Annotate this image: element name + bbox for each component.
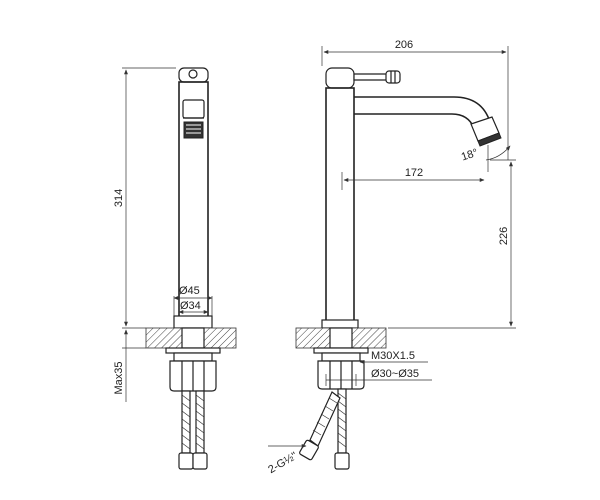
- front-handle-dot: [188, 69, 198, 79]
- label-spout-height: 226: [498, 227, 510, 245]
- label-spout-reach: 172: [405, 167, 423, 179]
- side-lever: [353, 73, 389, 81]
- front-base-flange: [173, 315, 213, 329]
- label-hole-diameter: Ø30~Ø35: [371, 368, 419, 380]
- label-spout-angle: 18°: [460, 147, 480, 164]
- label-base-outer-diameter: Ø45: [179, 285, 200, 297]
- label-hose-connection: 2-G½": [266, 450, 299, 476]
- label-thread-size: M30X1.5: [371, 350, 415, 362]
- front-aerator-mesh: [183, 121, 204, 139]
- side-handle-cap: [325, 67, 355, 89]
- front-washer: [165, 347, 221, 354]
- label-max-thickness: Max35: [113, 361, 125, 394]
- side-lever-knob: [385, 70, 401, 84]
- label-overall-width: 206: [395, 39, 413, 51]
- front-view: 314 Max35 Ø45 Ø34: [113, 67, 237, 470]
- side-body: [325, 87, 355, 327]
- side-spout: [354, 96, 491, 123]
- side-hoses: [299, 388, 350, 470]
- side-view: 18° 206 172: [266, 39, 516, 476]
- label-overall-height: 314: [113, 189, 125, 207]
- label-base-inner-diameter: Ø34: [180, 300, 201, 312]
- side-base-flange: [321, 319, 359, 329]
- front-aerator: [182, 99, 205, 119]
- front-hoses: [178, 390, 208, 470]
